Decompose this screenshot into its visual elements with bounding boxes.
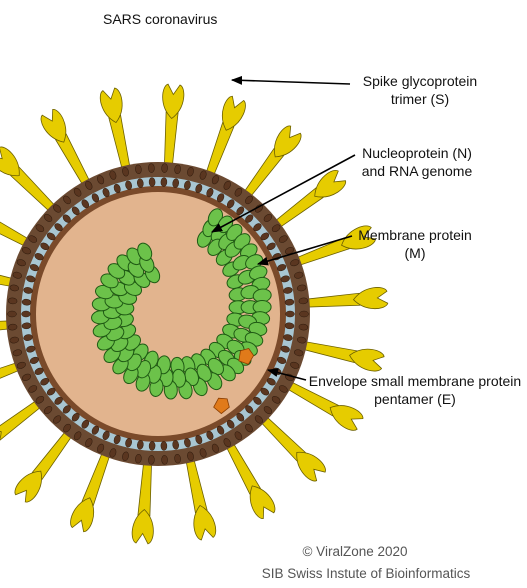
membrane-protein-m bbox=[299, 324, 308, 331]
label-spike: Spike glycoprotein trimer (S) bbox=[350, 72, 490, 108]
label-spike-line1: Spike glycoprotein bbox=[350, 72, 490, 90]
membrane-protein-m bbox=[22, 299, 31, 306]
spike-stalk bbox=[138, 463, 154, 516]
spike-head bbox=[353, 287, 388, 311]
membrane-protein-m bbox=[148, 163, 154, 172]
copyright-text: © ViralZone 2020 bbox=[250, 543, 460, 560]
spike-trimer bbox=[68, 451, 116, 533]
membrane-protein-m bbox=[161, 163, 167, 172]
spike-trimer bbox=[272, 167, 349, 232]
label-nucleoprotein: Nucleoprotein (N) and RNA genome bbox=[352, 144, 482, 180]
institute-text: SIB Swiss Instute of Bioinformatics bbox=[246, 565, 486, 582]
spike-stalk bbox=[0, 399, 42, 440]
spike-trimer bbox=[307, 287, 388, 314]
spike-trimer bbox=[302, 335, 385, 373]
membrane-protein-m bbox=[161, 441, 167, 450]
spike-head bbox=[131, 509, 154, 544]
spike-stalk bbox=[82, 453, 111, 506]
spike-stalk bbox=[205, 123, 234, 176]
membrane-protein-m bbox=[161, 455, 167, 464]
label-envelope-line2: pentamer (E) bbox=[305, 390, 525, 408]
label-envelope-line1: Envelope small membrane protein bbox=[305, 372, 525, 390]
membrane-protein-m bbox=[299, 298, 308, 305]
spike-trimer bbox=[12, 428, 77, 505]
spike-stalk bbox=[303, 340, 356, 363]
spike-head bbox=[98, 87, 126, 125]
membrane-protein-m bbox=[149, 177, 155, 186]
label-nucleoprotein-line1: Nucleoprotein (N) bbox=[352, 144, 482, 162]
spike-trimer bbox=[180, 458, 218, 541]
label-membrane-line1: Membrane protein bbox=[350, 226, 480, 244]
label-membrane: Membrane protein (M) bbox=[350, 226, 480, 262]
membrane-protein-m bbox=[285, 299, 294, 306]
membrane-protein-m bbox=[22, 322, 31, 329]
diagram-title: SARS coronavirus bbox=[103, 10, 217, 28]
spike-trimer bbox=[98, 87, 136, 170]
spike-trimer bbox=[0, 144, 59, 215]
spike-head bbox=[347, 345, 385, 373]
membrane-protein-m bbox=[286, 311, 295, 317]
label-envelope: Envelope small membrane protein pentamer… bbox=[305, 372, 525, 408]
membrane-protein-m bbox=[285, 322, 294, 329]
membrane-protein-m bbox=[8, 298, 17, 305]
membrane-protein-m bbox=[149, 441, 155, 450]
spike-stalk bbox=[307, 293, 360, 309]
label-membrane-line2: (M) bbox=[350, 244, 480, 262]
membrane-protein-m bbox=[161, 177, 167, 186]
spike-trimer bbox=[158, 84, 185, 165]
label-spike-line2: trimer (S) bbox=[350, 90, 490, 108]
spike-stalk bbox=[109, 115, 132, 168]
spike-head bbox=[190, 503, 218, 541]
label-nucleoprotein-line2: and RNA genome bbox=[352, 162, 482, 180]
spike-trimer bbox=[257, 412, 329, 483]
spike-trimer bbox=[131, 463, 158, 544]
spike-trimer bbox=[200, 95, 248, 177]
virion-core bbox=[36, 192, 280, 436]
spike-trimer bbox=[38, 107, 95, 187]
spike-stalk bbox=[162, 112, 178, 165]
membrane-protein-m bbox=[300, 311, 309, 317]
spike-stalk bbox=[184, 459, 207, 512]
membrane-protein-m bbox=[8, 324, 17, 331]
membrane-protein-m bbox=[148, 455, 154, 464]
spike-stalk bbox=[296, 237, 349, 266]
membrane-protein-m bbox=[8, 311, 17, 317]
spike-arrow bbox=[232, 80, 350, 84]
membrane-protein-m bbox=[22, 311, 31, 317]
spike-trimer bbox=[221, 440, 278, 520]
spike-head bbox=[161, 84, 184, 119]
